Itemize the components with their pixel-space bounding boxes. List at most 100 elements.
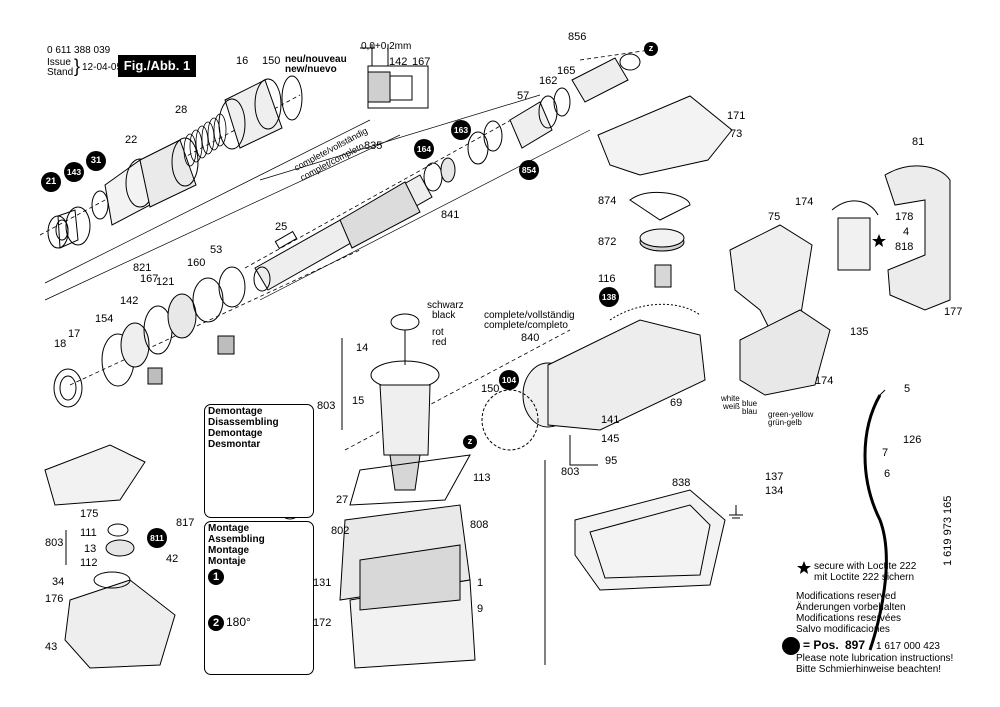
montage-step-1: 1 bbox=[208, 569, 224, 585]
montage-line-2: Assembling bbox=[208, 534, 265, 545]
circled-164: 164 bbox=[414, 139, 434, 159]
lubrication-pos-number: 897 bbox=[845, 638, 866, 652]
demontage-line-4: Desmontar bbox=[208, 439, 261, 450]
inset-tolerance-label: 0,0+0,2mm bbox=[361, 41, 412, 52]
part-label-840: 840 bbox=[521, 332, 540, 344]
brace: } bbox=[74, 56, 81, 76]
circled-21: 21 bbox=[41, 172, 61, 192]
complete-note-4: complete/completo bbox=[484, 320, 568, 331]
wire-black: black bbox=[432, 310, 456, 321]
part-label-176: 176 bbox=[45, 593, 64, 605]
rear-handle-cover bbox=[729, 224, 831, 396]
part-label-25: 25 bbox=[275, 221, 288, 233]
circled-138: 138 bbox=[599, 287, 619, 307]
power-cable bbox=[863, 389, 888, 651]
wire-schwarz: schwarz bbox=[427, 300, 464, 311]
part-label-111: 111 bbox=[80, 527, 97, 539]
lubrication-note-de: Bitte Schmierhinweise beachten! bbox=[796, 664, 942, 675]
end-shield bbox=[64, 571, 176, 669]
part-label-7: 7 bbox=[882, 447, 889, 459]
part-label-53: 53 bbox=[210, 244, 223, 256]
part-label-167b: 167 bbox=[140, 273, 159, 285]
part-label-9: 9 bbox=[477, 603, 484, 615]
spindle-shaft bbox=[253, 174, 433, 292]
part-label-141: 141 bbox=[601, 414, 620, 426]
modifications-de: Änderungen vorbehalten bbox=[796, 602, 906, 613]
lubrication-note-en: Please note lubrication instructions! bbox=[796, 653, 954, 664]
circled-163: 163 bbox=[451, 120, 471, 140]
part-label-818: 818 bbox=[895, 241, 914, 253]
part-label-5: 5 bbox=[904, 383, 911, 395]
part-label-1: 1 bbox=[477, 577, 484, 589]
tolerance-inset bbox=[360, 44, 429, 109]
part-label-817: 817 bbox=[176, 517, 195, 529]
motor-housing bbox=[339, 460, 546, 669]
part-label-18: 18 bbox=[54, 338, 67, 350]
demontage-panel bbox=[204, 404, 314, 518]
part-label-803c: 803 bbox=[45, 537, 64, 549]
wire-green-yellow: green-yellow bbox=[768, 410, 814, 419]
complete-note-3: complete/vollständig bbox=[484, 310, 575, 321]
part-label-69: 69 bbox=[670, 397, 683, 409]
part-label-15: 15 bbox=[352, 395, 365, 407]
montage-step-2: 2 bbox=[208, 615, 224, 631]
part-label-856: 856 bbox=[568, 31, 587, 43]
part-label-16: 16 bbox=[236, 55, 249, 67]
part-label-150: 150 bbox=[262, 55, 281, 67]
demontage-line-2: Disassembling bbox=[208, 417, 279, 428]
handle bbox=[884, 165, 951, 311]
lubrication-pos-prefix: = Pos. bbox=[803, 638, 839, 652]
modifications-fr: Modifications reservées bbox=[796, 613, 902, 624]
fan-baffle bbox=[349, 454, 471, 506]
modifications-en: Modifications reserved bbox=[796, 591, 897, 602]
part-label-13: 13 bbox=[84, 543, 97, 555]
part-label-803a: 803 bbox=[317, 400, 336, 412]
vertical-part-number: 1 619 973 165 bbox=[942, 495, 954, 566]
part-label-95: 95 bbox=[605, 455, 618, 467]
part-label-172: 172 bbox=[313, 617, 332, 629]
part-label-116: 116 bbox=[598, 273, 616, 285]
circled-811: 811 bbox=[147, 528, 167, 548]
part-label-145: 145 bbox=[601, 433, 620, 445]
circled-z-1: z bbox=[644, 42, 658, 56]
part-label-113: 113 bbox=[473, 472, 491, 484]
armature bbox=[370, 313, 440, 491]
part-label-57: 57 bbox=[517, 90, 530, 102]
front-sleeve-group bbox=[47, 75, 303, 249]
new-label-2: new/nuevo bbox=[285, 64, 337, 75]
bottom-cover bbox=[574, 489, 726, 591]
wire-gruen-gelb: grün-gelb bbox=[768, 418, 802, 427]
part-label-17: 17 bbox=[68, 328, 81, 340]
circled-104: 104 bbox=[499, 370, 519, 390]
ground-symbol bbox=[729, 505, 743, 519]
wire-blue: blue bbox=[742, 399, 758, 408]
montage-angle: 180° bbox=[226, 615, 251, 629]
wire-rot: rot bbox=[432, 327, 444, 338]
circled-143: 143 bbox=[64, 162, 84, 182]
figure-label: Fig./Abb. 1 bbox=[118, 55, 196, 77]
gear-set bbox=[629, 191, 691, 288]
gear-housing bbox=[481, 303, 706, 451]
part-label-803b: 803 bbox=[561, 466, 580, 478]
loctite-note-en: secure with Loctite 222 bbox=[814, 561, 917, 572]
seal-rings bbox=[423, 53, 641, 192]
wire-blau: blau bbox=[742, 407, 758, 416]
star-marker bbox=[782, 234, 886, 655]
montage-panel bbox=[204, 521, 314, 675]
part-label-14: 14 bbox=[356, 342, 369, 354]
small-bearing-stack bbox=[105, 523, 135, 557]
part-label-34: 34 bbox=[52, 576, 65, 588]
part-label-841: 841 bbox=[441, 209, 460, 221]
montage-line-3: Montage bbox=[208, 545, 250, 556]
part-label-73: 73 bbox=[730, 128, 743, 140]
stand-label: Stand bbox=[47, 67, 74, 78]
issue-label: Issue bbox=[47, 57, 71, 68]
demontage-line-3: Demontage bbox=[208, 428, 263, 439]
perspective-lines bbox=[44, 94, 591, 301]
part-label-75: 75 bbox=[768, 211, 781, 223]
part-label-174b: 174 bbox=[815, 375, 834, 387]
lubrication-part-number: 1 617 000 423 bbox=[876, 641, 940, 652]
part-label-27: 27 bbox=[336, 494, 349, 506]
